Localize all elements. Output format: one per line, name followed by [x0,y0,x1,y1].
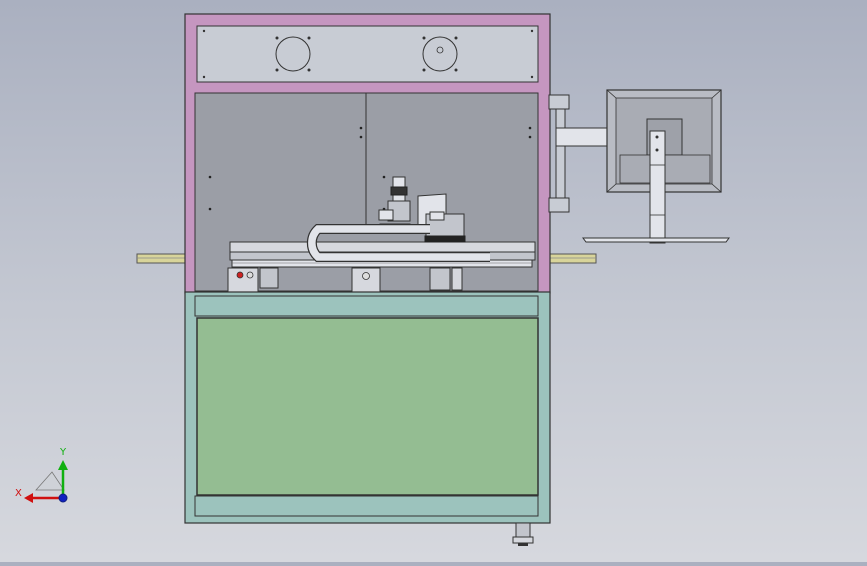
coordinate-triad: Y X [15,447,68,503]
x-axis-label: X [15,488,22,499]
monitor-icon [582,89,730,244]
y-axis-label: Y [59,447,67,458]
lower-cabinet-teal [184,291,551,524]
cable-chain [306,224,490,262]
leveling-foot [512,522,534,546]
z-axis-dot [58,493,68,503]
